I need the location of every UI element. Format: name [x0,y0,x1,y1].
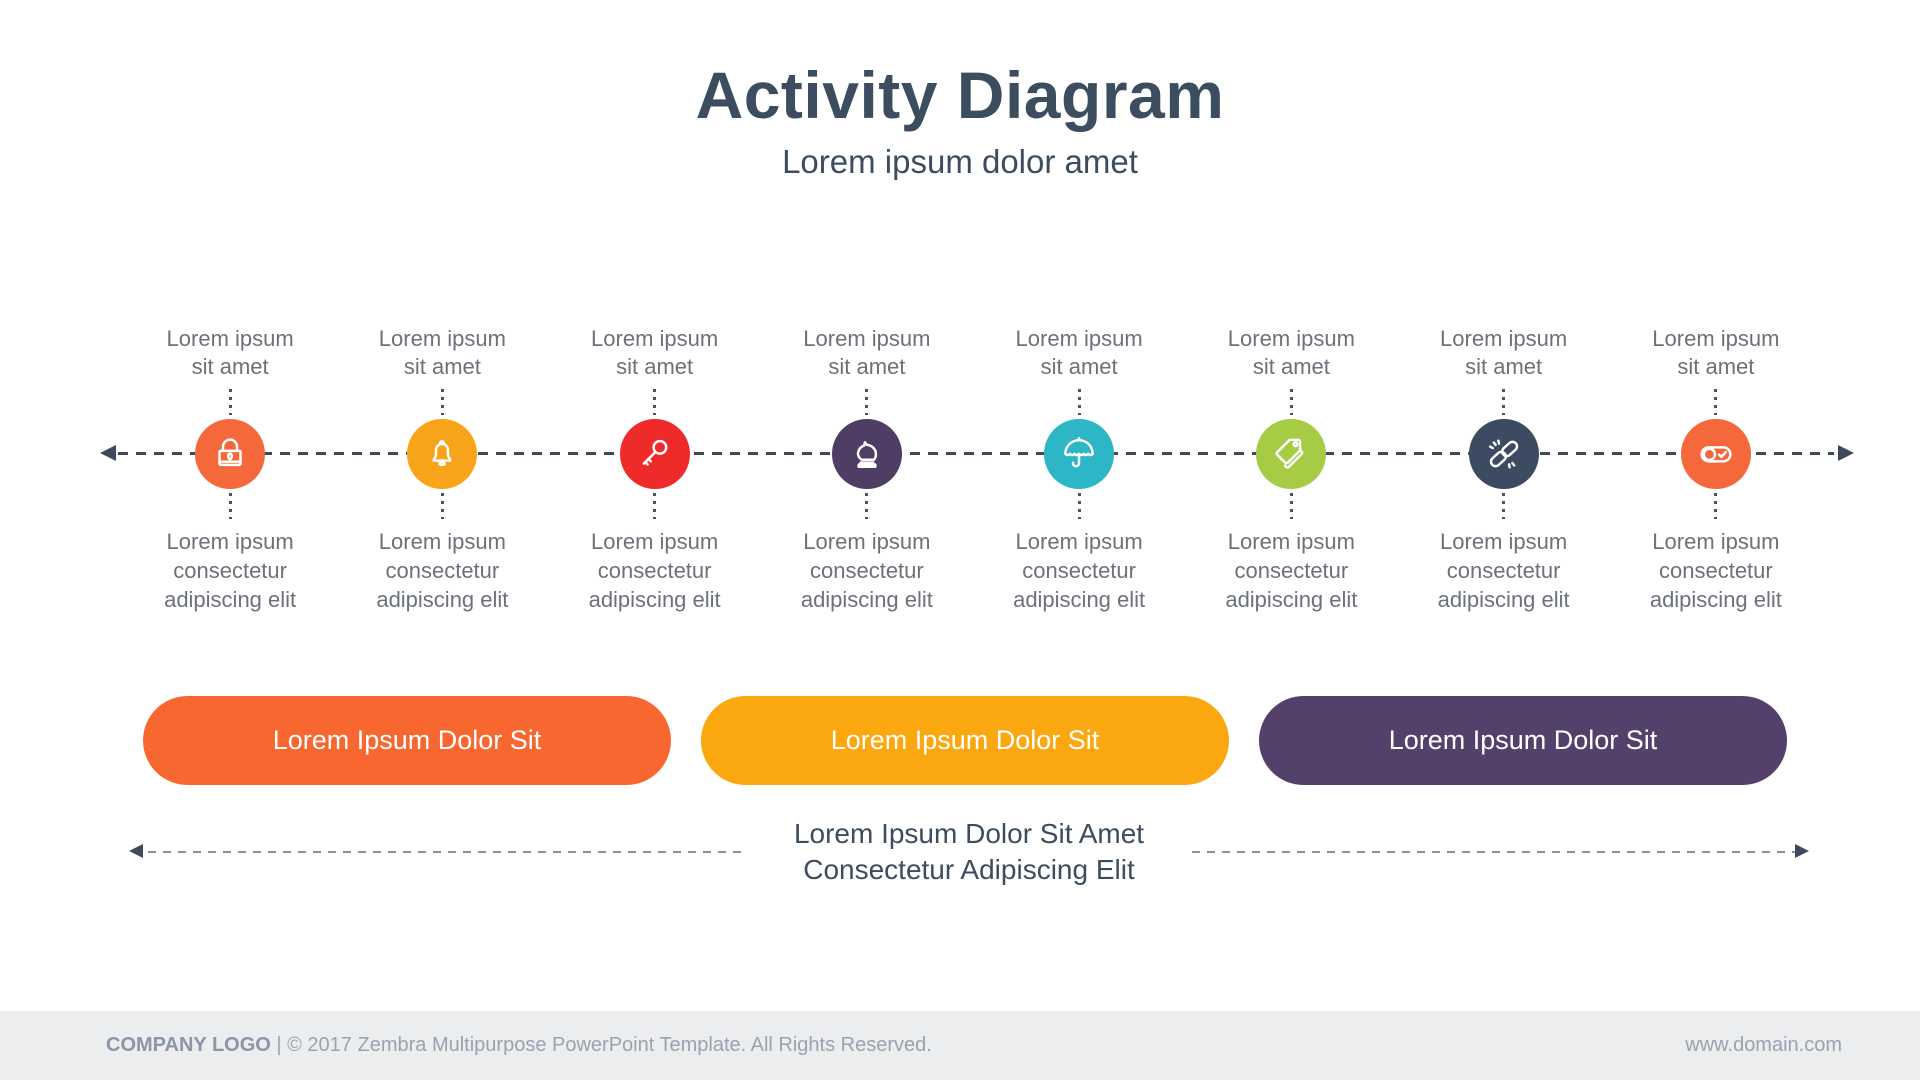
footer-copyright-text: | © 2017 Zembra Multipurpose PowerPoint … [270,1034,932,1056]
dotted-connector [1714,493,1718,519]
bottom-range: Lorem Ipsum Dolor Sit Amet Consectetur A… [129,816,1809,889]
timeline-arrow-left-icon [100,445,116,461]
dotted-connector [865,389,869,415]
dotted-connector [1714,389,1718,415]
toggle-icon [1700,446,1732,463]
dotted-connector [865,493,869,519]
item-circle [831,419,902,489]
item-bottom-label: Lorem ipsum consectetur adipiscing elit [1437,529,1570,613]
item-circle [1680,419,1751,489]
item-top-label: Lorem ipsum sit amet [166,325,294,380]
dotted-connector [440,389,444,415]
page-title: Activity Diagram [695,58,1225,132]
lock-icon [218,438,242,467]
timeline-axis [118,452,1834,455]
item-bottom-label: Lorem ipsum consectetur adipiscing elit [164,529,297,613]
range-arrow-right-icon [1192,844,1809,859]
range-label-line1: Lorem Ipsum Dolor Sit Amet [793,818,1145,849]
range-label-line2: Consectetur Adipiscing Elit [803,854,1135,886]
item-circle [1044,419,1115,489]
dotted-connector [1077,493,1081,519]
dotted-connector [1077,389,1081,415]
dotted-connector [653,493,657,519]
pill-button-3[interactable]: Lorem Ipsum Dolor Sit [1259,696,1787,785]
timeline-item: Lorem ipsum sit amet Lorem ipsum consect… [549,322,761,614]
tags-icon [1275,438,1304,469]
umbrella-icon [1064,437,1094,468]
timeline-arrow-right-icon [1838,445,1854,461]
key-icon [642,439,668,466]
item-circle [407,419,478,489]
dotted-connector [1289,389,1293,415]
dotted-connector [653,389,657,415]
pill-buttons-row: Lorem Ipsum Dolor Sit Lorem Ipsum Dolor … [143,696,1787,785]
item-top-label: Lorem ipsum sit amet [1652,325,1780,380]
page-subtitle: Lorem ipsum dolor amet [782,143,1138,180]
item-top-label: Lorem ipsum sit amet [803,325,931,380]
bell-icon [432,440,452,467]
item-bottom-label: Lorem ipsum consectetur adipiscing elit [1225,529,1358,613]
range-label: Lorem Ipsum Dolor Sit Amet Consectetur A… [746,816,1192,889]
item-bottom-label: Lorem ipsum consectetur adipiscing elit [1649,529,1782,613]
timeline-item: Lorem ipsum sit amet Lorem ipsum consect… [124,322,336,614]
dotted-connector [228,389,232,415]
company-logo-text: COMPANY LOGO [106,1034,271,1056]
item-top-label: Lorem ipsum sit amet [378,325,506,380]
dotted-connector [1502,493,1506,519]
chess-knight-icon [856,441,878,468]
footer-copyright: COMPANY LOGO | © 2017 Zembra Multipurpos… [106,1034,932,1057]
item-bottom-label: Lorem ipsum consectetur adipiscing elit [1013,529,1146,613]
timeline-item: Lorem ipsum sit amet Lorem ipsum consect… [1185,322,1397,614]
timeline-item: Lorem ipsum sit amet Lorem ipsum consect… [973,322,1185,614]
timeline-item: Lorem ipsum sit amet Lorem ipsum consect… [1398,322,1610,614]
timeline-item: Lorem ipsum sit amet Lorem ipsum consect… [1610,322,1822,614]
footer-website-link[interactable]: www.domain.com [1685,1034,1842,1056]
dotted-connector [1502,389,1506,415]
dotted-connector [1289,493,1293,519]
pill-button-1[interactable]: Lorem Ipsum Dolor Sit [143,696,671,785]
dotted-connector [440,493,444,519]
broken-link-icon [1488,439,1518,469]
range-arrow-left-icon [129,844,746,859]
item-circle [195,419,266,489]
item-circle [619,419,690,489]
item-circle [1256,419,1327,489]
item-bottom-label: Lorem ipsum consectetur adipiscing elit [800,529,933,613]
item-top-label: Lorem ipsum sit amet [1227,325,1355,380]
timeline-item: Lorem ipsum sit amet Lorem ipsum consect… [761,322,973,614]
dotted-connector [228,493,232,519]
timeline-item: Lorem ipsum sit amet Lorem ipsum consect… [336,322,548,614]
item-bottom-label: Lorem ipsum consectetur adipiscing elit [376,529,509,613]
item-bottom-label: Lorem ipsum consectetur adipiscing elit [588,529,721,613]
item-top-label: Lorem ipsum sit amet [1440,325,1568,380]
item-circle [1468,419,1539,489]
footer: COMPANY LOGO | © 2017 Zembra Multipurpos… [0,1011,1920,1080]
timeline-items: Lorem ipsum sit amet Lorem ipsum consect… [124,322,1822,614]
header: Activity Diagram Lorem ipsum dolor amet [0,62,1920,178]
pill-button-2[interactable]: Lorem Ipsum Dolor Sit [701,696,1229,785]
item-top-label: Lorem ipsum sit amet [1015,325,1143,380]
item-top-label: Lorem ipsum sit amet [591,325,719,380]
